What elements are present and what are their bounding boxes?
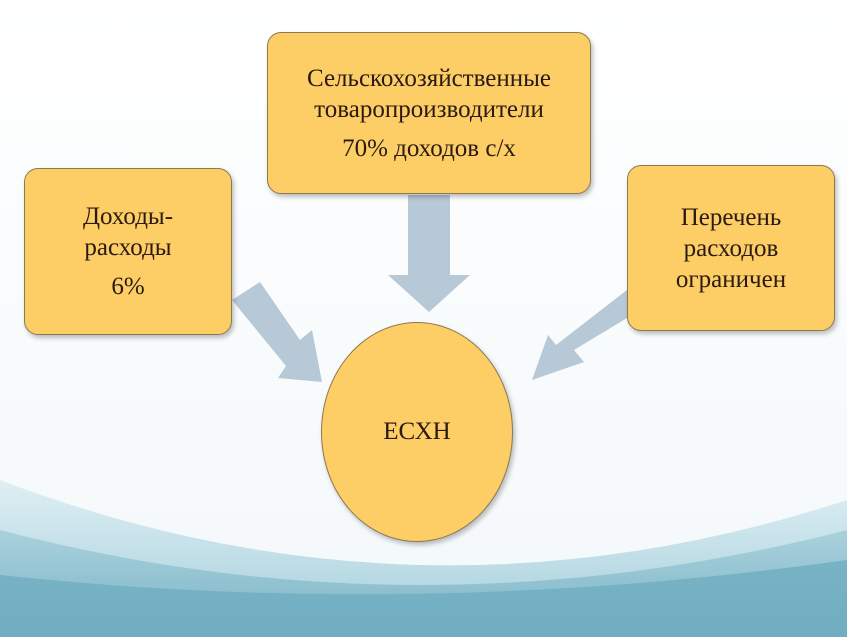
right-box-expenses-limited: Перечень расходов ограничен (627, 165, 835, 331)
top-box-line-2: товаропроизводители (314, 95, 544, 123)
arrow-left-to-center (232, 282, 322, 382)
left-box-line-1: Доходы- (82, 203, 174, 230)
top-box-line-1: Сельскохозяйственные (306, 64, 552, 92)
wave-front (0, 560, 847, 637)
left-box-line-2: расходы (84, 234, 172, 261)
left-box-income-expenses: Доходы- расходы 6% (24, 168, 232, 335)
top-box-producers: Сельскохозяйственные товаропроизводители… (267, 32, 591, 194)
right-box-line-3: ограничен (675, 265, 787, 293)
arrow-top-down (388, 195, 470, 312)
center-label: ЕСХН (383, 418, 451, 445)
center-circle-eskhn: ЕСХН (321, 322, 513, 542)
right-box-line-2: расходов (683, 234, 779, 262)
top-box-line-3: 70% доходов с/х (342, 134, 516, 162)
right-box-line-1: Перечень (680, 203, 782, 231)
arrow-right-to-center (532, 290, 627, 380)
left-box-line-3: 6% (111, 273, 145, 300)
